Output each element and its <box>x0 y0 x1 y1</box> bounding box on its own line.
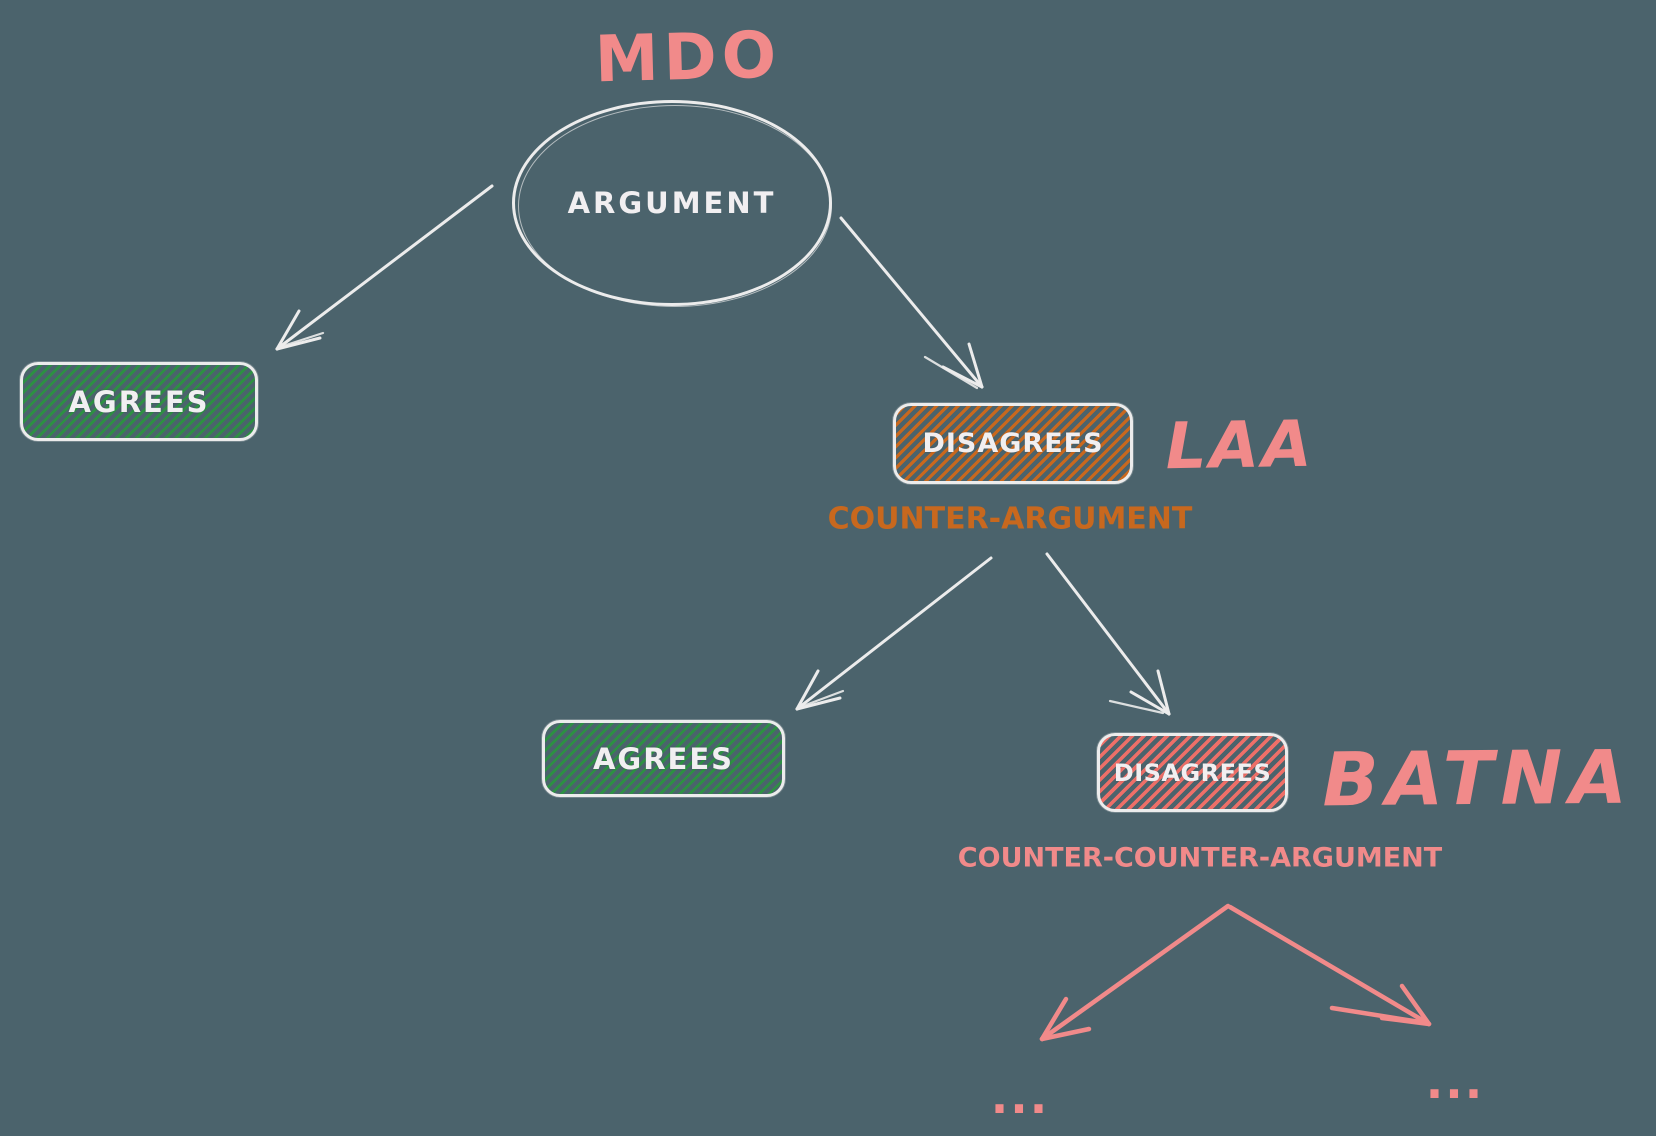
disagrees-mid-node[interactable]: DISAGREES <box>1097 733 1288 812</box>
batna-title[interactable]: BATNA <box>1321 734 1635 824</box>
argument-node[interactable]: ARGUMENT <box>512 100 832 307</box>
disagrees-top-label: DISAGREES <box>922 428 1104 459</box>
agrees-top-node[interactable]: AGREES <box>20 362 258 441</box>
disagrees-mid-label: DISAGREES <box>1113 758 1272 787</box>
arrow-counterargument-to-agrees[interactable] <box>795 556 993 711</box>
counter-argument-label[interactable]: COUNTER-ARGUMENT <box>827 501 1193 537</box>
counter-counter-argument-label[interactable]: COUNTER-COUNTER-ARGUMENT <box>957 842 1443 874</box>
agrees-top-label: AGREES <box>68 384 210 419</box>
agrees-mid-label: AGREES <box>592 741 735 776</box>
laa-title[interactable]: LAA <box>1164 407 1316 485</box>
mdo-title[interactable]: MDO <box>593 18 783 98</box>
arrow-argument-to-agrees[interactable] <box>275 184 494 351</box>
argument-label: ARGUMENT <box>567 186 777 220</box>
arrow-cca-to-right-continuation[interactable] <box>1227 904 1432 1027</box>
arrow-argument-to-disagrees[interactable] <box>839 216 984 390</box>
agrees-mid-node[interactable]: AGREES <box>542 720 785 797</box>
arrow-cca-to-left-continuation[interactable] <box>1039 903 1231 1042</box>
disagrees-top-node[interactable]: DISAGREES <box>893 403 1133 484</box>
arrow-counterargument-to-disagrees[interactable] <box>1045 552 1171 716</box>
